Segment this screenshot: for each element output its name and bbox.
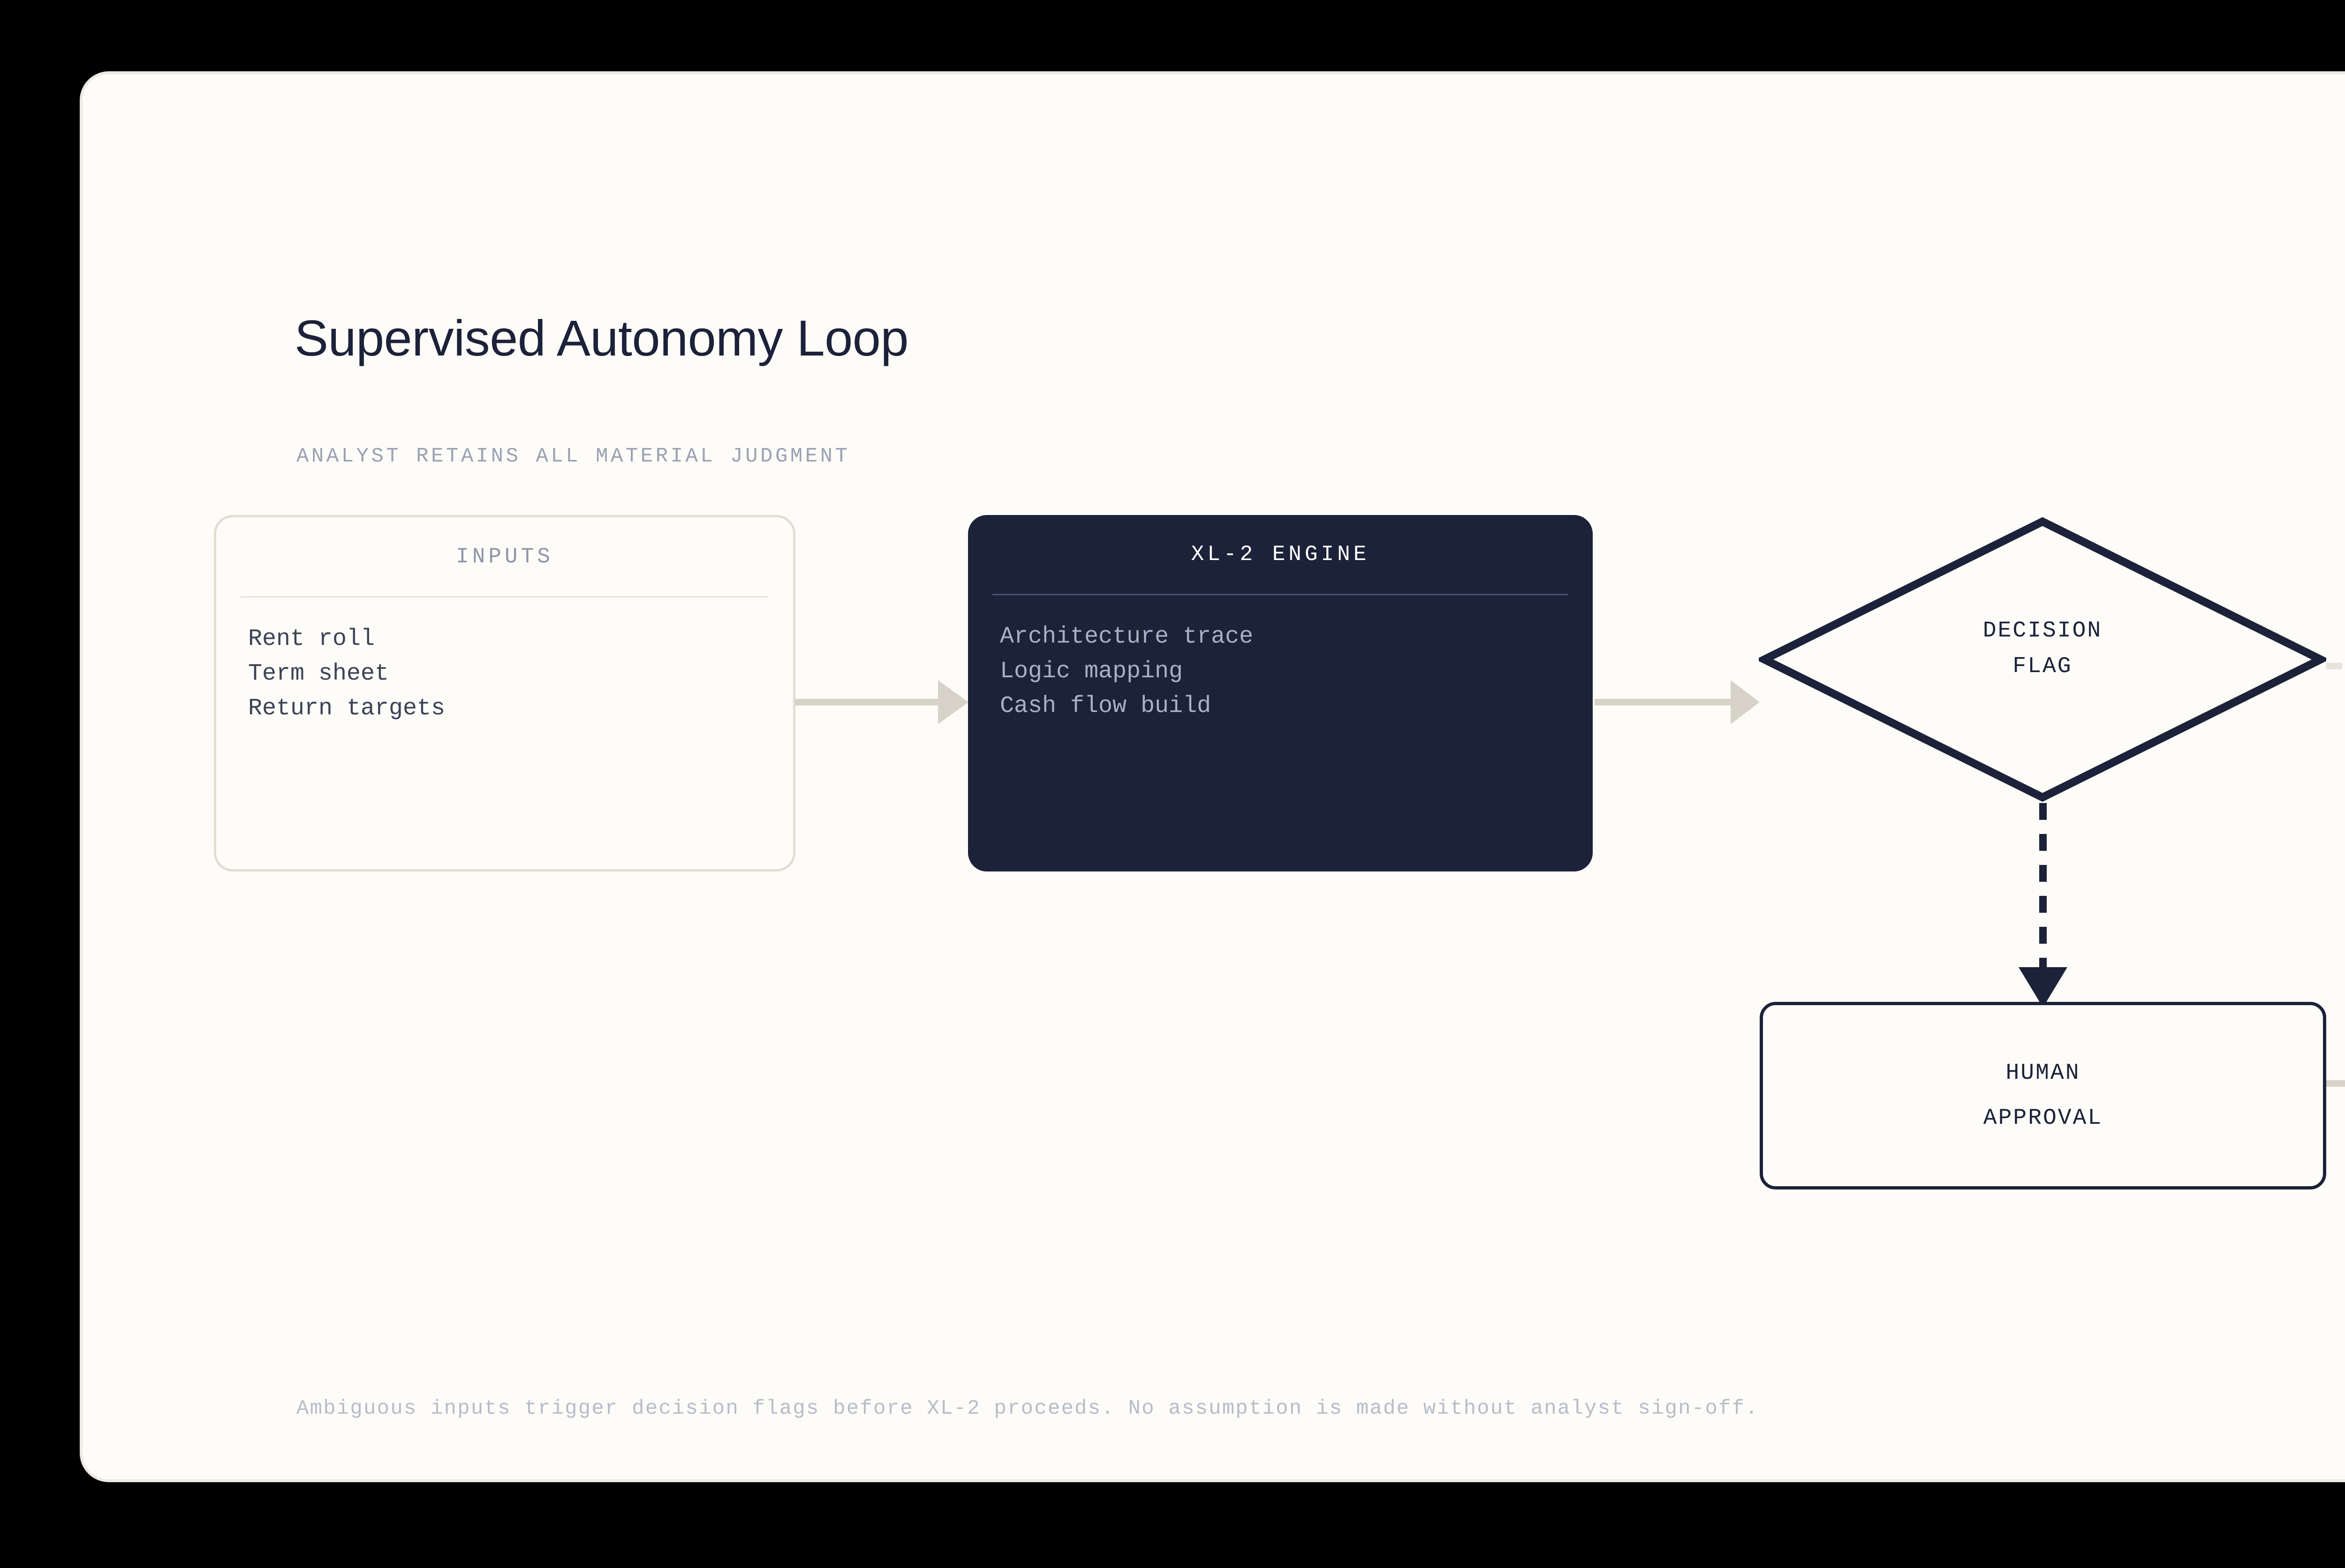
engine-item: Logic mapping [1000, 658, 1183, 685]
inputs-item: Term sheet [248, 660, 389, 687]
engine-item: Architecture trace [1000, 623, 1254, 650]
decision-diamond-shape [1755, 517, 2330, 802]
node-inputs[interactable]: INPUTS Rent roll Term sheet Return targe… [214, 515, 795, 871]
footnote: Ambiguous inputs trigger decision flags … [296, 1397, 1759, 1420]
inputs-item: Rent roll [248, 626, 375, 652]
inputs-title: INPUTS [456, 545, 553, 569]
node-xl2-engine[interactable]: XL-2 ENGINE Architecture trace Logic map… [968, 515, 1593, 871]
inputs-items: Rent roll Term sheet Return targets [248, 622, 793, 726]
engine-divider [992, 594, 1568, 595]
page-subtitle: ANALYST RETAINS ALL MATERIAL JUDGMENT [296, 445, 850, 468]
decision-flag-label: DECISION FLAG [1759, 614, 2326, 685]
connector-decision-to-approval [2019, 803, 2067, 1007]
inputs-item: Return targets [248, 695, 446, 722]
decision-flag-line2: FLAG [2012, 653, 2073, 679]
engine-items: Architecture trace Logic mapping Cash fl… [1000, 620, 1593, 724]
connector-approval-return [2326, 1080, 2345, 1087]
node-human-approval[interactable]: HUMAN APPROVAL [1760, 1002, 2326, 1189]
engine-item: Cash flow build [1000, 693, 1211, 720]
inputs-divider [241, 596, 769, 598]
presentation-card: Supervised Autonomy Loop ANALYST RETAINS… [80, 71, 2345, 1482]
connector-decision-to-output [2326, 663, 2345, 669]
decision-flag-line1: DECISION [1982, 618, 2103, 644]
node-decision-flag[interactable]: DECISION FLAG [1755, 516, 2330, 803]
connector-engine-to-decision [1595, 680, 1760, 724]
engine-title: XL-2 ENGINE [1191, 542, 1370, 567]
page-title: Supervised Autonomy Loop [295, 310, 908, 366]
approval-line2: APPROVAL [1983, 1106, 2103, 1131]
approval-line1: HUMAN [2005, 1060, 2080, 1086]
connector-inputs-to-engine [793, 680, 968, 724]
